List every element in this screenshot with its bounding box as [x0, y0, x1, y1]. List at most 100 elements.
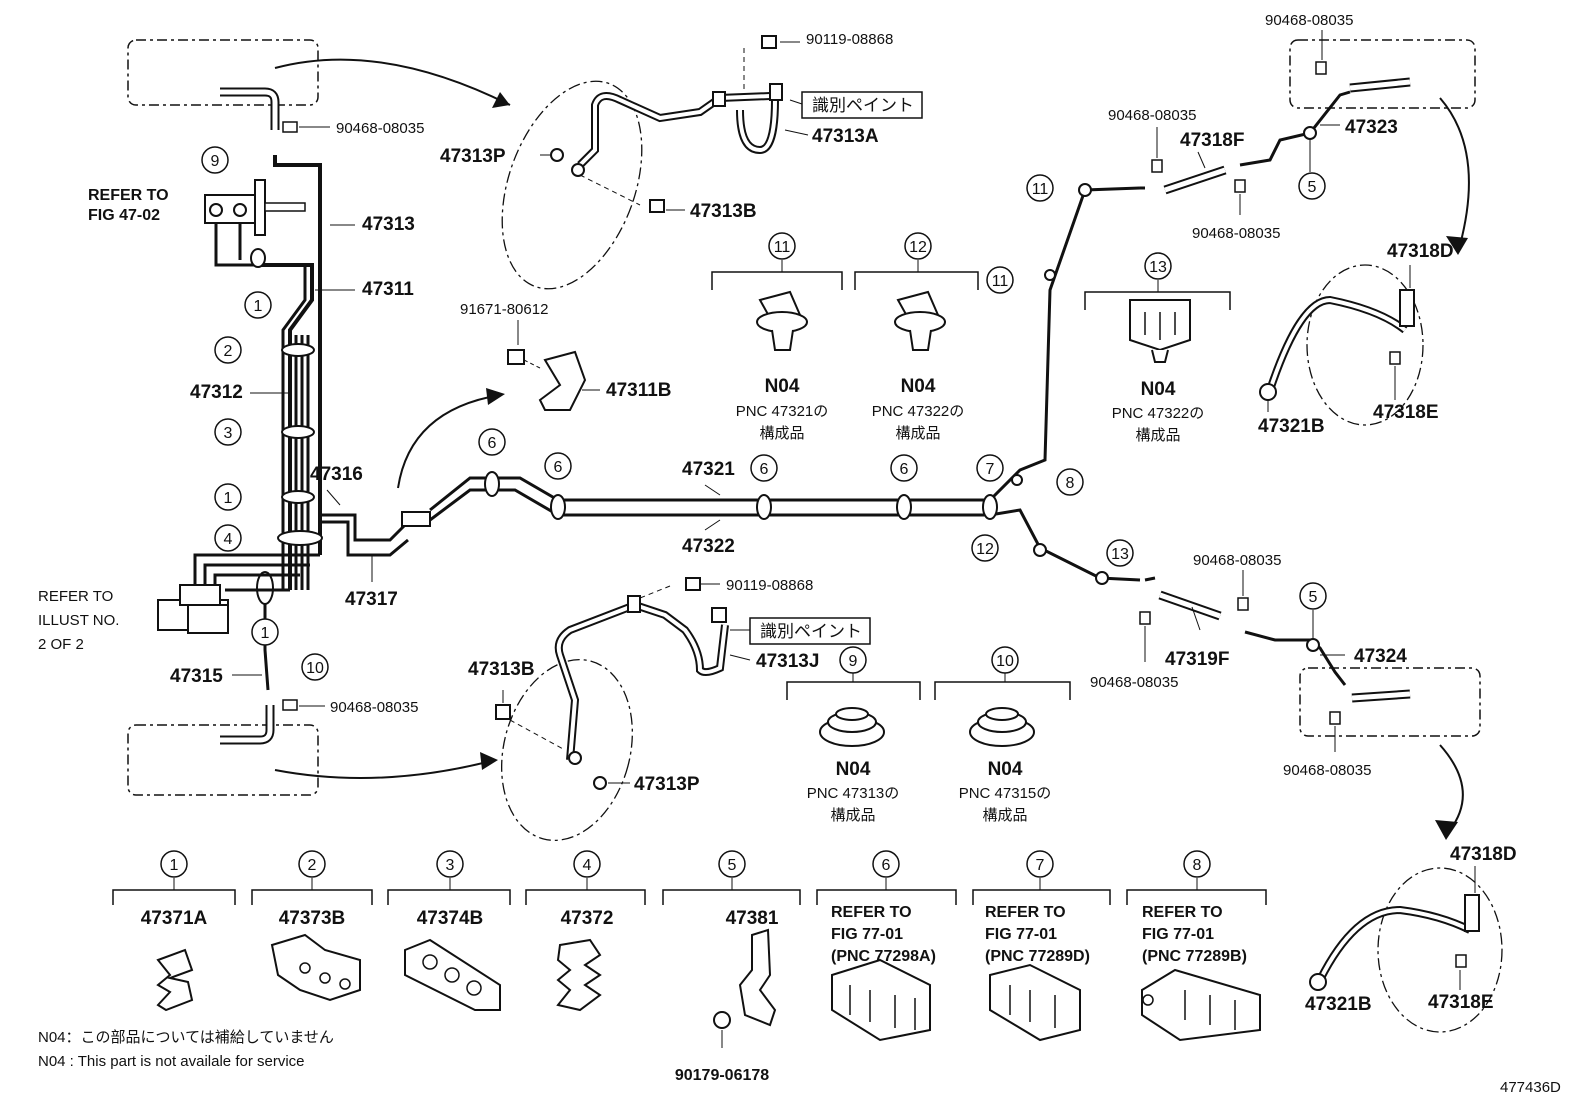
- legend-callout-5-number: 5: [728, 857, 737, 874]
- legend-callout-2-number: 2: [308, 857, 317, 874]
- n04-group-10: [934, 672, 1071, 747]
- label-47318F: 47318F: [1180, 130, 1244, 151]
- n04-code-4: N04: [988, 759, 1023, 780]
- n04-callout-4-number: 10: [996, 653, 1014, 670]
- label-47312: 47312: [190, 382, 243, 403]
- n04-group-11: [711, 260, 843, 351]
- label-47313B-bottom: 47313B: [468, 659, 535, 680]
- legend-callout-7-number: 7: [1036, 857, 1045, 874]
- label-47324: 47324: [1354, 646, 1407, 667]
- label-90468-bottom-right-1: 90468-08035: [1193, 552, 1281, 569]
- label-47318D-top: 47318D: [1387, 241, 1454, 262]
- legend-callout-3: 3: [436, 850, 464, 878]
- callout-5-19-number: 5: [1309, 589, 1318, 606]
- callout-9-0: 9: [201, 146, 229, 174]
- legend-extra-5: 90179-06178: [675, 1067, 769, 1084]
- front-right-hose: 90468-08035 90468-08035 90468-08035 4731…: [1108, 12, 1476, 437]
- callout-1-6: 1: [251, 618, 279, 646]
- callout-1-1: 1: [244, 291, 272, 319]
- callout-11-14: 11: [1026, 174, 1054, 202]
- legend-ref-6-1: FIG 77-01: [831, 926, 903, 943]
- callout-2-2-number: 2: [224, 343, 233, 360]
- legend-callout-8: 8: [1183, 850, 1211, 878]
- bracket-47311B: 91671-80612 47311B: [397, 301, 672, 489]
- label-47321: 47321: [682, 459, 735, 480]
- label-90468-bottom-right-3: 90468-08035: [1283, 762, 1371, 779]
- legend-callout-1: 1: [160, 850, 188, 878]
- arrow-top-left: [274, 58, 511, 106]
- callout-5-16-number: 5: [1308, 179, 1317, 196]
- callout-6-9: 6: [544, 452, 572, 480]
- label-90468-bottom-left: 90468-08035: [330, 699, 418, 716]
- label-91671: 91671-80612: [460, 301, 548, 318]
- label-47315: 47315: [170, 666, 223, 687]
- refer-fig-line1: REFER TO: [88, 187, 169, 204]
- n04-callout-4: 10: [991, 646, 1019, 674]
- n04-callout-3-number: 9: [849, 653, 858, 670]
- legend-callout-7: 7: [1026, 850, 1054, 878]
- n04-pnc-0: PNC 47321の: [736, 403, 829, 420]
- label-90119-top: 90119-08868: [806, 31, 893, 48]
- label-47313P-bottom: 47313P: [634, 774, 700, 795]
- detail-box-top-left: [127, 39, 319, 106]
- callout-5-19: 5: [1299, 582, 1327, 610]
- label-paint-bottom: 識別ペイント: [760, 622, 862, 641]
- refer-illust-line2: ILLUST NO.: [38, 612, 119, 629]
- label-90468-top-right-1: 90468-08035: [1265, 12, 1353, 29]
- label-47313: 47313: [362, 214, 415, 235]
- legend-ref-6-2: (PNC 77298A): [831, 948, 936, 965]
- long-pipes: 47321 47322: [401, 183, 1141, 585]
- callout-9-0-number: 9: [211, 153, 220, 170]
- callout-6-9-number: 6: [554, 459, 563, 476]
- label-47311: 47311: [362, 279, 414, 300]
- callout-8-13: 8: [1056, 468, 1084, 496]
- legend-callout-4-number: 4: [583, 857, 592, 874]
- label-paint-top: 識別ペイント: [812, 96, 914, 115]
- figure-code: 477436D: [1500, 1079, 1561, 1096]
- callout-1-6-number: 1: [261, 625, 270, 642]
- n04-pnc-4: PNC 47315の: [959, 785, 1052, 802]
- n04-sub-0: 構成品: [759, 425, 804, 442]
- label-47323: 47323: [1345, 117, 1398, 138]
- callout-1-1-number: 1: [254, 298, 263, 315]
- legend-part-3: 47374B: [417, 908, 484, 929]
- label-90468-top-right-3: 90468-08035: [1192, 225, 1280, 242]
- callout-8-13-number: 8: [1066, 475, 1075, 492]
- n04-sub-3: 構成品: [830, 807, 875, 824]
- callout-1-4-number: 1: [224, 490, 233, 507]
- refer-illust-line1: REFER TO: [38, 588, 113, 605]
- note-en: N04 : This part is not availale for serv…: [38, 1053, 305, 1070]
- callout-10-7: 10: [301, 653, 329, 681]
- legend-part-4: 47372: [561, 908, 614, 929]
- note-jp: N04：この部品については補給していません: [38, 1029, 334, 1046]
- n04-sub-1: 構成品: [895, 425, 940, 442]
- legend-ref-6-0: REFER TO: [831, 904, 912, 921]
- refer-fig-line2: FIG 47-02: [88, 207, 160, 224]
- legend-callout-4: 4: [573, 850, 601, 878]
- legend-ref-7-0: REFER TO: [985, 904, 1066, 921]
- label-47321B-top: 47321B: [1258, 416, 1325, 437]
- label-90468-top-right-2: 90468-08035: [1108, 107, 1196, 124]
- callout-6-10: 6: [750, 454, 778, 482]
- legend-callout-3-number: 3: [446, 857, 455, 874]
- n04-callout-2: 13: [1144, 252, 1172, 280]
- n04-sub-2: 構成品: [1135, 427, 1180, 444]
- label-47318D-bottom: 47318D: [1450, 844, 1517, 865]
- n04-callout-3: 9: [839, 646, 867, 674]
- label-47318E-top: 47318E: [1373, 402, 1439, 423]
- label-47316: 47316: [310, 464, 363, 485]
- legend-callout-5: 5: [718, 850, 746, 878]
- detail-box-bottom-left: [127, 724, 319, 796]
- label-47313A: 47313A: [812, 126, 879, 147]
- legend-callout-2: 2: [298, 850, 326, 878]
- legend-ref-7-1: FIG 77-01: [985, 926, 1057, 943]
- legend-part-5: 47381: [726, 908, 779, 929]
- label-47313P-top: 47313P: [440, 146, 506, 167]
- n04-callout-0: 11: [768, 232, 796, 260]
- n04-code-3: N04: [836, 759, 871, 780]
- label-90119-bottom: 90119-08868: [726, 577, 813, 594]
- callout-11-15: 11: [986, 266, 1014, 294]
- n04-code-1: N04: [901, 376, 936, 397]
- label-47313B-top: 47313B: [690, 201, 757, 222]
